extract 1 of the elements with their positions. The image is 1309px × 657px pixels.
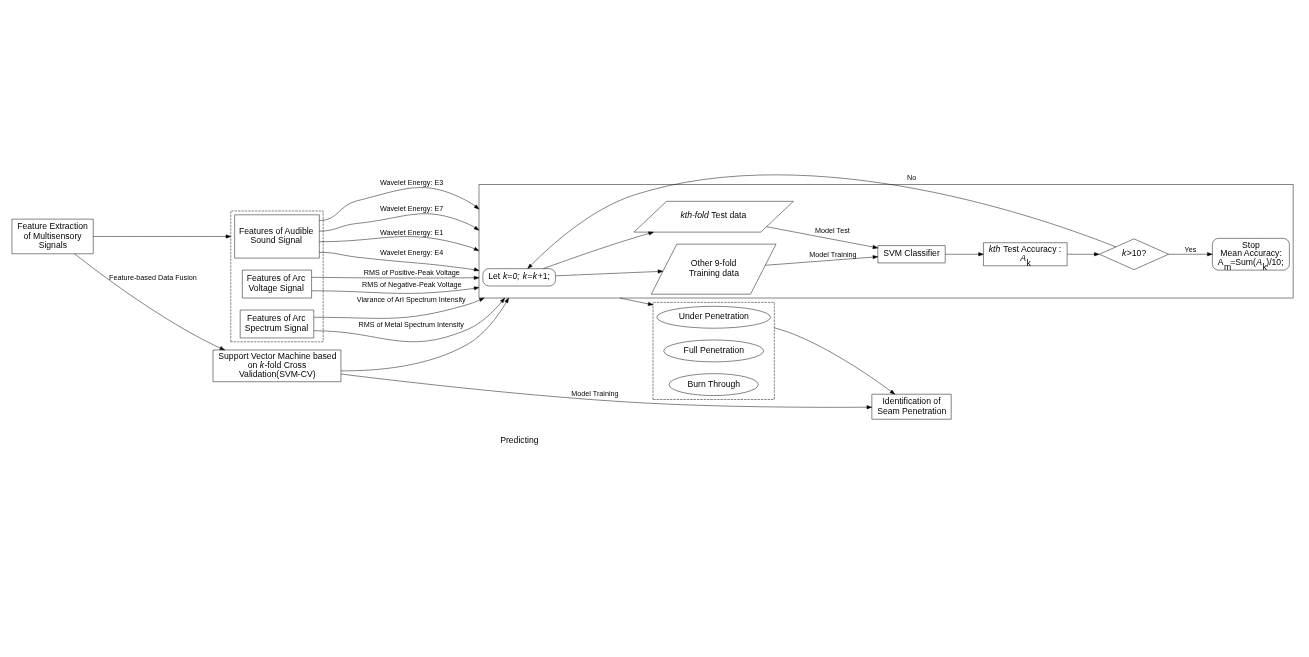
label: Predicting	[500, 434, 539, 445]
